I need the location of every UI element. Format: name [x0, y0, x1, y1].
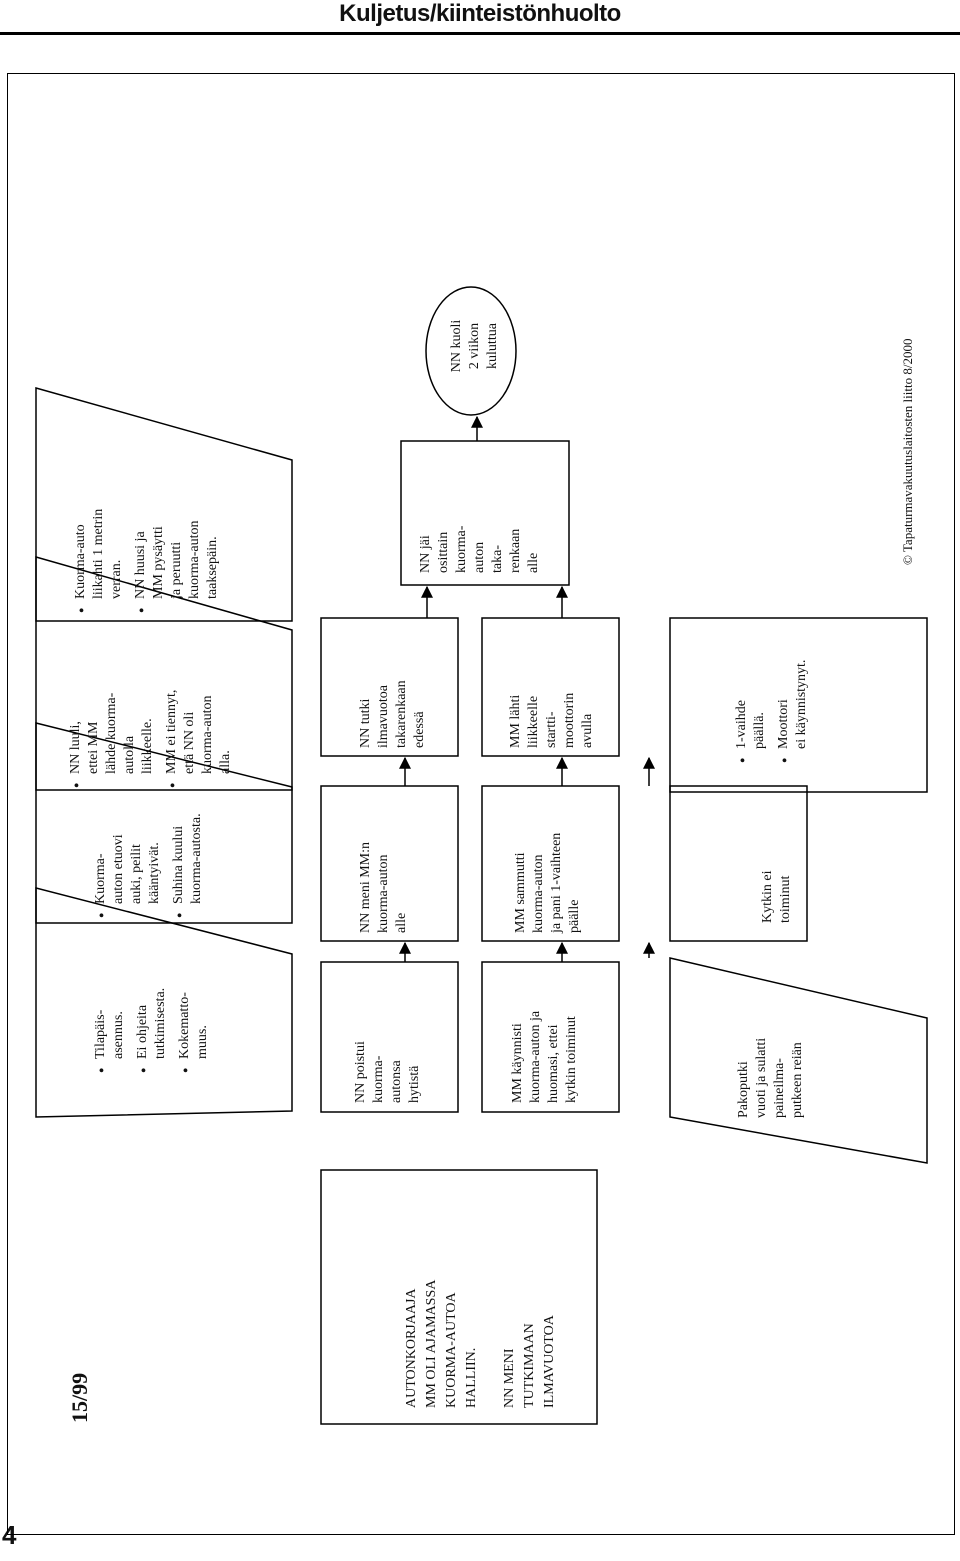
event-diagram: 15/99 AUTONKORJAAJA MM OLI AJAMASSA KUOR… [7, 73, 955, 1535]
factor-bullet: Tilapäis-asennus. [92, 913, 128, 1073]
cause-box-1 [669, 957, 928, 1164]
intro-line: NN MENI [502, 1348, 517, 1409]
header-rule [0, 32, 960, 35]
factor-text-1: Tilapäis-asennus. Ei ohjeitatutkimisesta… [92, 913, 218, 1073]
copyright-text: © Tapaturmavakuutuslaitosten liitto 8/20… [900, 338, 915, 565]
event-box-r2-2 [481, 785, 620, 942]
factor-bullet: MM ei tiennyt,että NN olikuorma-autonall… [163, 638, 235, 788]
intro-text: AUTONKORJAAJA MM OLI AJAMASSA KUORMA-AUT… [402, 1168, 560, 1408]
page-number: 4 [2, 1520, 17, 1550]
case-number: 15/99 [67, 1372, 92, 1423]
factor-bullet: Kokematto-muus. [176, 913, 212, 1073]
factor-box-4 [35, 387, 293, 622]
intro-line: AUTONKORJAAJA [404, 1288, 419, 1408]
intro-box [320, 1169, 598, 1425]
intro-line: KUORMA-AUTOA [444, 1292, 459, 1408]
outcome-ellipse [425, 286, 517, 416]
event-box-r1-3 [320, 617, 459, 757]
event-box-r1-4 [400, 440, 570, 586]
intro-line: HALLIIN. [464, 1347, 479, 1408]
factor-box-5 [669, 617, 928, 793]
event-box-r2-1 [481, 961, 620, 1113]
cause-box-2 [669, 785, 808, 942]
page-header: Kuljetus/kiinteistönhuolto [339, 0, 621, 27]
intro-line: TUTKIMAAN [522, 1323, 537, 1408]
event-box-r1-2 [320, 785, 459, 942]
event-box-r2-3 [481, 617, 620, 757]
intro-line: MM OLI AJAMASSA [424, 1279, 439, 1408]
event-box-r1-1 [320, 961, 459, 1113]
intro-line: ILMAVUOTOA [542, 1315, 557, 1408]
diagram-shapes [7, 73, 955, 1535]
